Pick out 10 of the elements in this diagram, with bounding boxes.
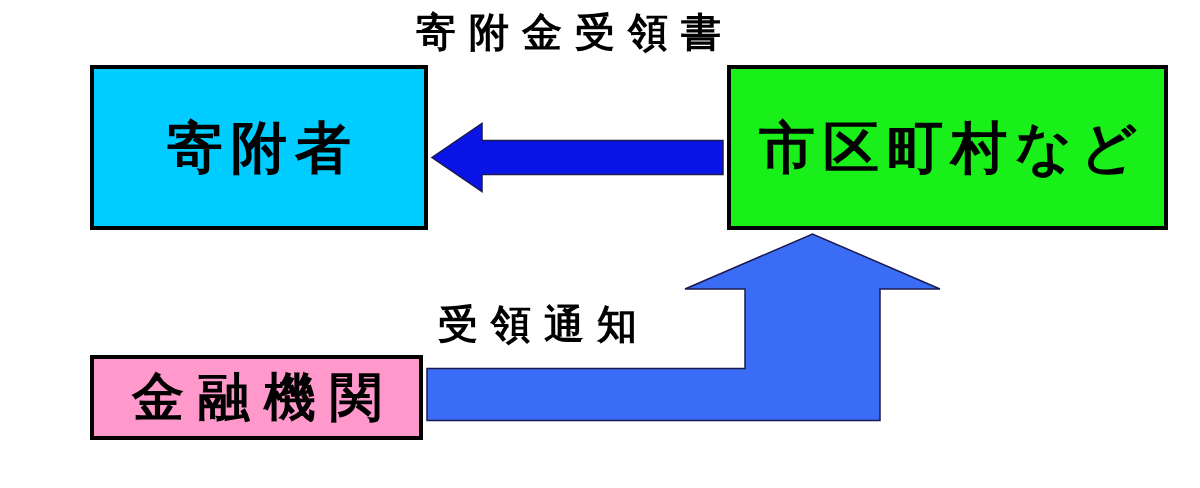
block-arrow	[426, 233, 941, 422]
edge-label: 受領通知	[438, 302, 650, 346]
block-arrow	[430, 122, 724, 193]
edge-label: 寄附金受領書	[416, 10, 734, 54]
entity-name: 市区町村など	[757, 116, 1145, 179]
entity-name: 寄附者	[166, 116, 359, 179]
entity-box	[90, 355, 423, 440]
entity-box	[90, 65, 428, 230]
entity-name: 金融機関	[130, 368, 396, 427]
entity-box	[727, 65, 1168, 230]
